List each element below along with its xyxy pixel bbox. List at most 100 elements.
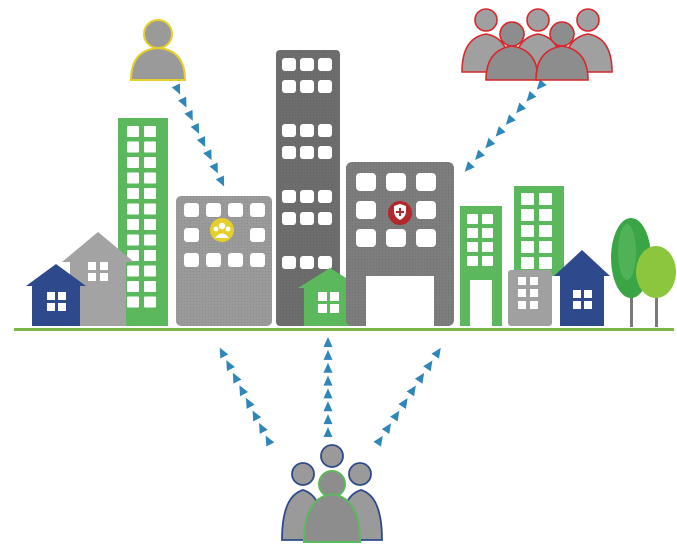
arrow-triangle bbox=[232, 372, 242, 384]
arrow-triangle bbox=[390, 410, 400, 422]
arrow-triangle bbox=[323, 414, 333, 425]
window bbox=[521, 225, 534, 237]
hospital-building bbox=[346, 162, 454, 326]
window bbox=[127, 203, 139, 215]
window bbox=[300, 190, 314, 203]
window bbox=[416, 229, 436, 247]
arrow-triangle bbox=[219, 347, 229, 359]
window bbox=[127, 296, 139, 308]
arrow-triangle bbox=[203, 149, 212, 161]
window bbox=[482, 256, 493, 266]
arrow-triangle bbox=[245, 397, 255, 409]
arrow-triangle bbox=[252, 410, 262, 422]
window bbox=[250, 253, 265, 267]
window bbox=[144, 234, 156, 246]
window bbox=[539, 225, 552, 237]
window bbox=[521, 257, 534, 269]
window bbox=[282, 146, 296, 159]
window bbox=[482, 242, 493, 252]
window bbox=[282, 58, 296, 71]
arrow-triangle bbox=[431, 347, 441, 359]
window bbox=[467, 228, 478, 238]
buildings bbox=[26, 50, 676, 327]
window bbox=[282, 80, 296, 93]
window bbox=[467, 214, 478, 224]
arrow-triangle bbox=[505, 114, 516, 125]
arrow-triangle bbox=[239, 385, 249, 397]
navy-house-right bbox=[554, 250, 610, 326]
arrow-triangle bbox=[190, 122, 200, 134]
window bbox=[228, 253, 243, 267]
window bbox=[144, 126, 156, 137]
window bbox=[300, 80, 314, 93]
arrow-triangle bbox=[526, 90, 537, 102]
arrow-triangle bbox=[265, 435, 275, 447]
window bbox=[318, 190, 332, 203]
arrow-triangle bbox=[178, 96, 187, 108]
ground-line bbox=[14, 328, 674, 331]
window bbox=[282, 124, 296, 137]
window bbox=[521, 193, 534, 205]
window bbox=[184, 253, 199, 267]
arrow-triangle bbox=[474, 149, 485, 161]
arrow-triangle bbox=[196, 136, 206, 148]
window bbox=[144, 296, 156, 308]
window bbox=[356, 229, 376, 247]
person-icon bbox=[129, 19, 187, 81]
group-icon bbox=[461, 8, 613, 81]
arrow-triangle bbox=[215, 175, 225, 187]
window bbox=[127, 141, 139, 153]
window bbox=[144, 141, 156, 153]
green-tower-right bbox=[514, 186, 564, 276]
window bbox=[386, 173, 406, 191]
arrow-triangle bbox=[171, 83, 181, 95]
window bbox=[144, 265, 156, 277]
arrow-triangle bbox=[516, 102, 527, 114]
window bbox=[318, 58, 332, 71]
window bbox=[206, 203, 221, 217]
connection-arrows bbox=[171, 79, 547, 447]
window bbox=[144, 188, 156, 199]
arrow-triangle bbox=[323, 362, 333, 373]
window bbox=[539, 209, 552, 221]
window bbox=[482, 214, 493, 224]
community-icon bbox=[210, 218, 234, 242]
arrow-triangle bbox=[323, 375, 333, 386]
window bbox=[127, 265, 139, 277]
medical-shield-icon bbox=[388, 201, 412, 225]
community-group-icon bbox=[281, 444, 383, 543]
window bbox=[144, 203, 156, 215]
window bbox=[250, 228, 265, 242]
arrow-triangle bbox=[323, 337, 333, 347]
window bbox=[300, 58, 314, 71]
window bbox=[184, 228, 199, 242]
window bbox=[127, 126, 139, 137]
arrow-triangle bbox=[323, 427, 333, 437]
window bbox=[184, 203, 199, 217]
arrow-triangle bbox=[398, 398, 408, 409]
community-center-building bbox=[176, 196, 272, 326]
arrow-triangle bbox=[495, 126, 506, 137]
window bbox=[144, 172, 156, 184]
arrow-triangle bbox=[464, 161, 475, 172]
window bbox=[127, 234, 139, 246]
window bbox=[356, 173, 376, 191]
window bbox=[228, 203, 243, 217]
arrow-triangle bbox=[406, 385, 416, 397]
arrow-triangle bbox=[414, 372, 425, 384]
arrow-triangle bbox=[323, 401, 333, 412]
arrow-triangle bbox=[423, 360, 433, 372]
arrow-triangle bbox=[184, 109, 193, 121]
window bbox=[318, 146, 332, 159]
arrow-triangle bbox=[381, 423, 392, 435]
arrow-triangle bbox=[323, 388, 333, 399]
arrow-triangle bbox=[323, 349, 333, 360]
window bbox=[127, 250, 139, 261]
navy-house-left bbox=[26, 264, 86, 326]
window bbox=[318, 124, 332, 137]
window bbox=[127, 172, 139, 184]
window bbox=[300, 146, 314, 159]
window bbox=[467, 256, 478, 266]
window bbox=[521, 241, 534, 253]
